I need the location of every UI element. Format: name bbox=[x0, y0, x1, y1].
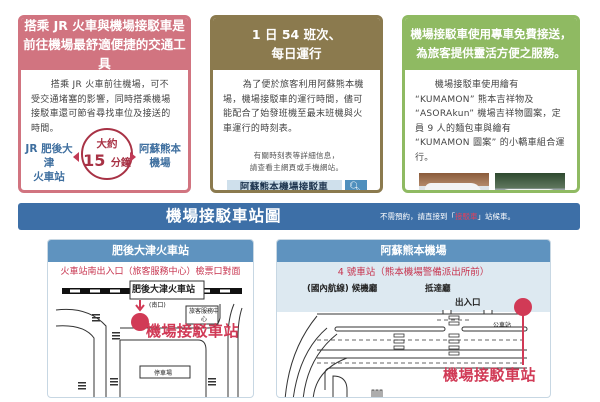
route-origin: JR 肥後大津 火車站 bbox=[25, 143, 73, 183]
station-map-banner: 機場接駁車站圖 不需預約，請直接到「接駁車」站候車。 bbox=[18, 203, 580, 230]
taxi-photo bbox=[495, 173, 565, 190]
card-body-text: 為了便於旅客利用阿蘇熊本機場，機場接駁車的運行時間，儘可能配合了始發班機至最末班… bbox=[223, 80, 364, 134]
map-title: 阿蘇熊本機場 bbox=[277, 240, 550, 262]
route-diagram: JR 肥後大津 火車站 大約 15 分鐘 阿蘇熊本 機場 bbox=[21, 128, 188, 190]
card-schedule: 1 日 54 班次、 每日運行 為了便於旅客利用阿蘇熊本機場，機場接駁車的運行時… bbox=[210, 15, 383, 193]
card-title-line1: 機場接駁車使用專車免費接送， bbox=[410, 27, 572, 41]
parking-label: 停車場 bbox=[154, 370, 173, 377]
arrow-left-icon bbox=[73, 152, 79, 162]
banner-title: 機場接駁車站圖 bbox=[166, 207, 282, 225]
banner-hint: 不需預約，請直接到「接駁車」站候車。 bbox=[380, 212, 515, 221]
shuttle-stop-label: 機場接駁車站 bbox=[146, 322, 240, 340]
card-title-line1: 搭乘 JR 火車與機場接駁車是 bbox=[24, 17, 185, 33]
map-higo-ozu-station: 肥後大津火車站 火車站南出入口（旅客服務中心）檢票口對面 bbox=[47, 239, 254, 398]
vehicle-photos bbox=[405, 165, 577, 190]
map-aso-kumamoto-airport: 阿蘇熊本機場 4 號車站（熊本機場警備派出所前） (國內航線) 候機廳 抵達廳 … bbox=[276, 239, 551, 398]
search-box[interactable]: 阿蘇熊本機場接駁車 🔍︎ bbox=[226, 180, 367, 193]
search-input[interactable]: 阿蘇熊本機場接駁車 bbox=[226, 180, 342, 190]
shuttle-stop-label: 機場接駁車站 bbox=[443, 366, 537, 384]
card-train-and-shuttle: 搭乘 JR 火車與機場接駁車是 前往機場最舒適便捷的交通工具 搭乘 JR 火車前… bbox=[18, 15, 191, 193]
card-header: 搭乘 JR 火車與機場接駁車是 前往機場最舒適便捷的交通工具 bbox=[21, 17, 188, 71]
search-button[interactable]: 🔍︎ bbox=[344, 180, 367, 193]
station-label: 肥後大津火車站 bbox=[132, 285, 196, 295]
map-title: 肥後大津火車站 bbox=[48, 240, 253, 262]
map-subtitle: 火車站南出入口（旅客服務中心）檢票口對面 bbox=[60, 267, 241, 277]
map-subtitle: 4 號車站（熊本機場警備派出所前） bbox=[337, 267, 490, 278]
duration-value: 15 分鐘 bbox=[83, 151, 131, 170]
card-body-text: 機場接駁車使用繪有 “KUMAMON” 熊本吉祥物及 “ASORAkun” 機場… bbox=[415, 80, 565, 163]
card-title-line1: 1 日 54 班次、 bbox=[251, 27, 342, 42]
card-title-line2: 每日運行 bbox=[271, 46, 322, 61]
info-center-label: 旅客服務中心 bbox=[188, 308, 219, 323]
arrow-right-icon bbox=[130, 152, 136, 162]
route-destination: 阿蘇熊本 機場 bbox=[139, 143, 181, 169]
card-title-line2: 前往機場最舒適便捷的交通工具 bbox=[23, 36, 186, 71]
card-free-shuttle: 機場接駁車使用專車免費接送， 為旅客提供靈活方便之服務。 機場接駁車使用繪有 “… bbox=[402, 15, 580, 193]
arrival-hall-label: 抵達廳 bbox=[425, 284, 451, 294]
schedule-note: 有關時刻表等詳細信息， 請查看主網頁或手機網站。 bbox=[249, 151, 344, 172]
duration-prefix: 大約 bbox=[96, 138, 118, 150]
van-photo bbox=[419, 173, 489, 190]
south-exit-label: (南口) bbox=[149, 302, 166, 309]
shuttle-stop-marker bbox=[514, 298, 532, 316]
airport-map-drawing bbox=[284, 310, 528, 397]
card-body-text: 搭乘 JR 火車前往機場，可不受交通堵塞的影響，同時搭乘機場接駁車還可節省尋找車… bbox=[31, 80, 171, 134]
domestic-lobby-label: (國內航線) 候機廳 bbox=[307, 284, 378, 294]
duration-circle: 大約 15 分鐘 bbox=[81, 128, 133, 180]
card-header: 1 日 54 班次、 每日運行 bbox=[213, 18, 380, 70]
card-header: 機場接駁車使用專車免費接送， 為旅客提供靈活方便之服務。 bbox=[405, 18, 577, 70]
station-map-drawing bbox=[55, 280, 243, 397]
card-title-line2: 為旅客提供靈活方便之服務。 bbox=[416, 46, 566, 60]
entrance-label: 出入口 bbox=[455, 298, 481, 308]
bus-stop-label: 公車站 bbox=[493, 322, 512, 329]
search-icon: 🔍︎ bbox=[349, 182, 362, 193]
terminal-area: 4 號車站（熊本機場警備派出所前） (國內航線) 候機廳 抵達廳 出入口 bbox=[277, 262, 550, 312]
